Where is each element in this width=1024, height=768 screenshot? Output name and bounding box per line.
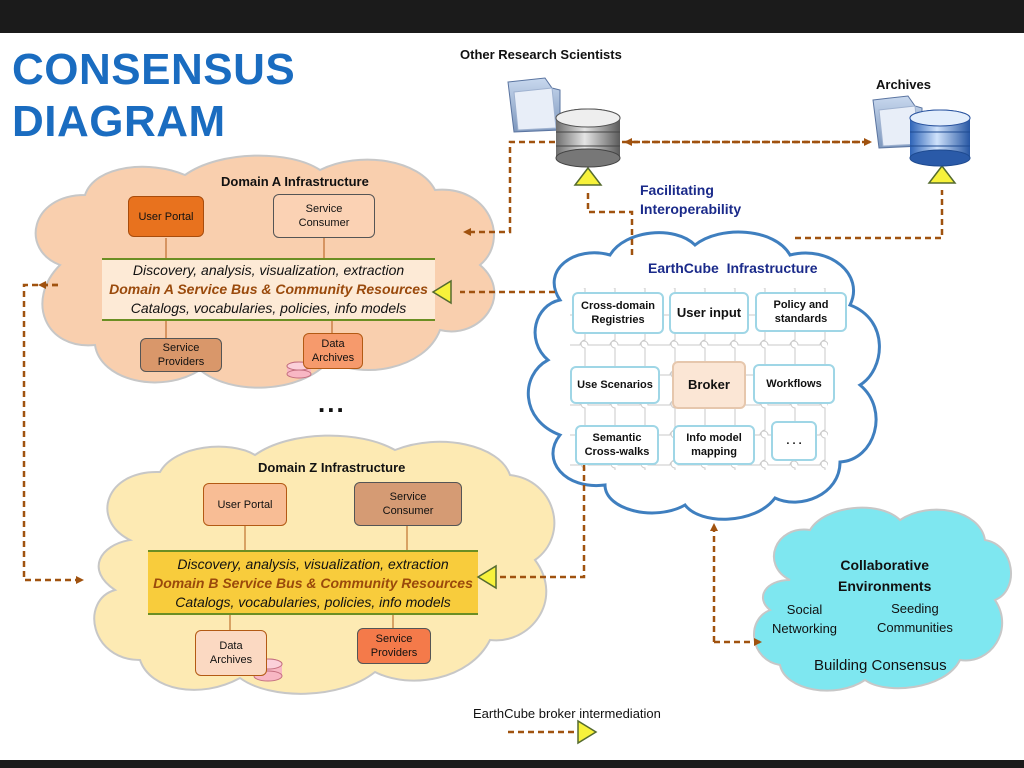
domain-a-service-consumer: Service Consumer: [273, 194, 375, 238]
domain-a-bus-line-3: Catalogs, vocabularies, policies, info m…: [130, 300, 407, 316]
triangle-arrowhead-icon: [476, 564, 497, 590]
building-consensus: Building Consensus: [814, 657, 947, 674]
tile-use-scenarios-label: Use Scenarios: [577, 379, 653, 391]
domain-a-data-archives-line-1: Data: [321, 338, 345, 350]
title-line-2: DIAGRAM: [12, 97, 226, 146]
tile-semantic-line-1: Semantic: [592, 432, 642, 444]
other-research-scientists-label: Other Research Scientists: [460, 47, 622, 62]
tile-broker: Broker: [672, 361, 746, 409]
tile-more-label: . . .: [786, 435, 802, 447]
collab-title-line-1: Collaborative: [840, 557, 930, 573]
collab-title-line-2: Environments: [838, 578, 932, 594]
legend-label: EarthCube broker intermediation: [473, 706, 661, 721]
seeding-line-2: Communities: [877, 620, 953, 635]
tile-semantic-cross-walks: Semantic Cross-walks: [575, 425, 659, 465]
tile-cross-domain-line-2: Registries: [591, 314, 645, 326]
tile-cross-domain-registries: Cross-domain Registries: [572, 292, 664, 334]
domain-a-user-portal-label: User Portal: [138, 210, 194, 223]
domain-z-user-portal-label: User Portal: [217, 498, 273, 511]
connectors: [22, 138, 944, 734]
triangle-arrowhead-icon: [927, 164, 957, 184]
tile-info-model-line-1: Info model: [686, 432, 742, 444]
page-title: CONSENSUS DIAGRAM: [12, 44, 295, 148]
ellipsis: ...: [318, 388, 346, 418]
domain-a-data-archives: Data Archives: [303, 333, 363, 369]
domain-a-bus-line-2: Domain A Service Bus & Community Resourc…: [109, 281, 428, 297]
domain-z-data-archives: Data Archives: [195, 630, 267, 676]
domain-z-service-consumer: Service Consumer: [354, 482, 462, 526]
tile-policy-line-1: Policy and: [773, 299, 829, 311]
domain-a-service-providers: Service Providers: [140, 338, 222, 372]
domain-z-service-providers-line-1: Service: [375, 633, 413, 645]
top-bar: [0, 0, 1024, 33]
domain-z-service-providers: Service Providers: [357, 628, 431, 664]
tile-user-input: User input: [669, 292, 749, 334]
triangle-arrowhead-icon: [577, 719, 598, 745]
domain-z-data-archives-line-2: Archives: [209, 654, 253, 666]
domain-z-bus-line-1: Discovery, analysis, visualization, extr…: [177, 556, 449, 572]
domain-a-bus-line-1: Discovery, analysis, visualization, extr…: [132, 262, 405, 278]
tile-semantic-line-2: Cross-walks: [584, 446, 650, 458]
collab-title: Collaborative Environments: [838, 555, 931, 597]
domain-z-data-archives-line-1: Data: [219, 640, 243, 652]
triangle-arrowhead-icon: [573, 166, 603, 186]
tile-cross-domain-line-1: Cross-domain: [581, 300, 655, 312]
facilitating-line-2: Interoperability: [640, 201, 742, 217]
domain-z-service-consumer-line-1: Service: [389, 491, 427, 503]
domain-a-service-providers-line-1: Service: [162, 342, 200, 354]
domain-z-bus-line-2: Domain B Service Bus & Community Resourc…: [153, 575, 473, 591]
archives-label: Archives: [876, 77, 931, 92]
domain-z-service-providers-line-2: Providers: [370, 647, 418, 659]
domain-a-title: Domain A Infrastructure: [221, 174, 369, 189]
tile-broker-label: Broker: [688, 377, 730, 392]
tile-info-model-line-2: mapping: [691, 446, 737, 458]
domain-a-service-bus: Discovery, analysis, visualization, extr…: [102, 261, 435, 318]
domain-a-data-archives-line-2: Archives: [311, 352, 355, 364]
social-line-1: Social: [786, 602, 823, 617]
tile-policy-standards: Policy and standards: [755, 292, 847, 332]
tile-use-scenarios: Use Scenarios: [570, 366, 660, 404]
collaborative-cloud: [753, 506, 1012, 692]
seeding-communities: Seeding Communities: [877, 599, 953, 637]
social-networking: Social Networking: [772, 600, 837, 638]
title-line-1: CONSENSUS: [12, 45, 296, 94]
tile-info-model-mapping: Info model mapping: [673, 425, 755, 465]
tile-workflows-label: Workflows: [766, 378, 822, 390]
tile-more: . . .: [771, 421, 817, 461]
domain-z-service-consumer-line-2: Consumer: [382, 505, 434, 517]
domain-z-bus-line-3: Catalogs, vocabularies, policies, info m…: [175, 594, 451, 610]
domain-a-service-providers-line-2: Providers: [157, 356, 205, 368]
tile-user-input-label: User input: [676, 305, 742, 320]
seeding-line-1: Seeding: [891, 601, 939, 616]
triangle-arrowhead-icons: [431, 164, 957, 745]
domain-a-service-consumer-line-2: Consumer: [298, 217, 350, 229]
domain-z-user-portal: User Portal: [203, 483, 287, 526]
domain-a-service-consumer-line-1: Service: [305, 203, 343, 215]
folder-database-icon: [872, 95, 971, 167]
domain-z-title: Domain Z Infrastructure: [258, 460, 406, 475]
triangle-arrowhead-icon: [431, 279, 452, 305]
tile-workflows: Workflows: [753, 364, 835, 404]
social-line-2: Networking: [772, 621, 838, 636]
folder-database-icon: [507, 77, 621, 168]
tile-policy-line-2: standards: [774, 313, 828, 325]
domain-a-user-portal: User Portal: [128, 196, 204, 237]
bottom-bar: [0, 760, 1024, 768]
facilitating-interoperability-label: Facilitating Interoperability: [640, 181, 741, 219]
facilitating-line-1: Facilitating: [640, 182, 714, 198]
domain-z-service-bus: Discovery, analysis, visualization, extr…: [148, 555, 478, 612]
earthcube-title: EarthCube Infrastructure: [648, 260, 818, 276]
